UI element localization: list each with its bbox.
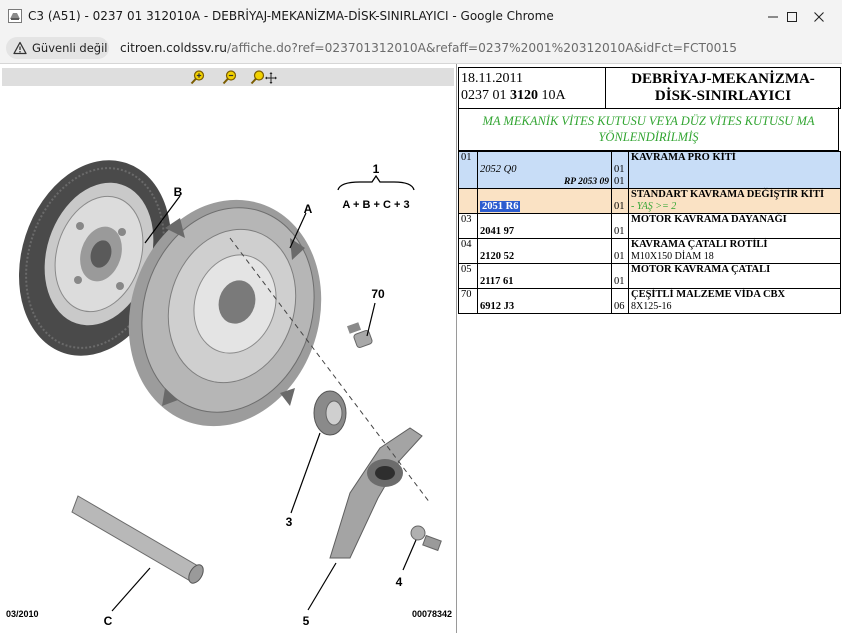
part-qty: 06 <box>611 288 629 314</box>
kit-formula: A + B + C + 3 <box>342 199 409 211</box>
part-qty: 01 <box>611 238 629 264</box>
pressure-plate[interactable] <box>100 175 350 452</box>
part-ref[interactable]: 2041 97 <box>477 213 612 239</box>
clutch-fork[interactable] <box>329 427 423 559</box>
part-description: KAVRAMA PRO KİTİ <box>628 151 841 189</box>
car-icon <box>8 9 22 23</box>
warning-icon <box>13 41 27 55</box>
header-ref: 0237 01 3120 10A <box>461 88 566 103</box>
table-row[interactable]: 01 2052 Q0 RP 2053 09 01 01 KAVRAMA PRO … <box>458 151 841 189</box>
zoom-toolbar <box>2 68 454 86</box>
row-number: 05 <box>458 263 478 289</box>
part-qty: 01 <box>611 213 629 239</box>
label-4: 4 <box>396 575 403 589</box>
label-5: 5 <box>303 614 310 628</box>
selected-ref[interactable]: 2051 R6 <box>480 201 521 212</box>
table-row[interactable]: 03 2041 97 01 MOTOR KAVRAMA DAYANAĞI <box>458 213 841 239</box>
row-number <box>458 188 478 214</box>
part-description: MOTOR KAVRAMA ÇATALI <box>628 263 841 289</box>
address-bar: Güvenli değil citroen.coldssv.ru/affiche… <box>0 33 842 64</box>
close-icon <box>814 11 824 22</box>
maximize-button[interactable] <box>769 0 815 33</box>
parts-pane: 18.11.2011 0237 01 3120 10A DEBRİYAJ-MEK… <box>457 64 842 633</box>
label-3: 3 <box>286 515 293 529</box>
header-meta: 18.11.2011 0237 01 3120 10A <box>461 70 604 104</box>
url-path: /affiche.do?ref=023701312010A&refaff=023… <box>227 41 737 55</box>
label-1: 1 <box>373 162 380 176</box>
part-description: MOTOR KAVRAMA DAYANAĞI <box>628 213 841 239</box>
part-description: KAVRAMA ÇATALI ROTİLİ M10X150 DİAM 18 <box>628 238 841 264</box>
image-code: 00078342 <box>412 609 452 619</box>
table-row[interactable]: 04 2120 52 01 KAVRAMA ÇATALI ROTİLİ M10X… <box>458 238 841 264</box>
part-ref[interactable]: 2051 R6 <box>477 188 612 214</box>
applicability-note: MA MEKANİK VİTES KUTUSU VEYA DÜZ VİTES K… <box>458 107 839 151</box>
parts-header: 18.11.2011 0237 01 3120 10A DEBRİYAJ-MEK… <box>458 67 841 109</box>
table-row[interactable]: 05 2117 61 01 MOTOR KAVRAMA ÇATALI <box>458 263 841 289</box>
part-ref[interactable]: 2117 61 <box>477 263 612 289</box>
part-qty: 01 <box>611 188 629 214</box>
label-70: 70 <box>371 287 385 301</box>
row-number: 04 <box>458 238 478 264</box>
row-number: 01 <box>458 151 478 189</box>
header-divider <box>605 68 606 108</box>
page-title: DEBRİYAJ-MEKANİZMA- DİSK-SINIRLAYICI <box>631 71 815 104</box>
zoom-out-icon[interactable] <box>222 69 238 85</box>
part-description: STANDART KAVRAMA DEĞİŞTİR KİTİ - YAŞ >= … <box>628 188 841 214</box>
part-ref[interactable]: 6912 J3 <box>477 288 612 314</box>
row-number: 03 <box>458 213 478 239</box>
maximize-icon <box>787 11 797 22</box>
table-row[interactable]: 2051 R6 01 STANDART KAVRAMA DEĞİŞTİR KİT… <box>458 188 841 214</box>
minimize-icon <box>768 16 778 17</box>
zoom-pan-icon[interactable] <box>250 69 278 85</box>
ball-stud[interactable] <box>410 525 442 552</box>
label-c: C <box>104 614 113 628</box>
release-bearing[interactable] <box>313 390 347 436</box>
date-code: 03/2010 <box>6 609 39 619</box>
close-button[interactable] <box>796 0 842 33</box>
window-title: C3 (A51) - 0237 01 312010A - DEBRİYAJ-ME… <box>28 9 554 23</box>
label-b: B <box>174 185 183 199</box>
clutch-disc[interactable] <box>0 140 195 375</box>
url-field[interactable]: citroen.coldssv.ru/affiche.do?ref=023701… <box>120 41 737 55</box>
zoom-in-icon[interactable] <box>190 69 206 85</box>
part-ref[interactable]: 2052 Q0 RP 2053 09 <box>477 151 612 189</box>
parts-table: 01 2052 Q0 RP 2053 09 01 01 KAVRAMA PRO … <box>458 151 841 314</box>
security-indicator[interactable]: Güvenli değil <box>6 37 109 59</box>
security-label: Güvenli değil <box>32 41 108 55</box>
exploded-diagram: 1 A + B + C + 3 B A 70 3 4 5 C 03/2010 0… <box>0 140 452 628</box>
url-host: citroen.coldssv.ru <box>120 41 228 55</box>
part-ref[interactable]: 2120 52 <box>477 238 612 264</box>
minimize-button[interactable] <box>750 0 796 33</box>
table-row[interactable]: 70 6912 J3 06 ÇEŞİTLİ MALZEME VİDA CBX 8… <box>458 288 841 314</box>
window-titlebar: C3 (A51) - 0237 01 312010A - DEBRİYAJ-ME… <box>0 0 842 33</box>
diagram-pane: 1 A + B + C + 3 B A 70 3 4 5 C 03/2010 0… <box>0 64 457 633</box>
part-description: ÇEŞİTLİ MALZEME VİDA CBX 8X125-16 <box>628 288 841 314</box>
guide-tube[interactable] <box>71 495 206 586</box>
part-qty: 01 <box>611 263 629 289</box>
row-number: 70 <box>458 288 478 314</box>
label-a: A <box>304 202 313 216</box>
header-date: 18.11.2011 <box>461 71 523 86</box>
part-qty: 01 01 <box>611 151 629 189</box>
